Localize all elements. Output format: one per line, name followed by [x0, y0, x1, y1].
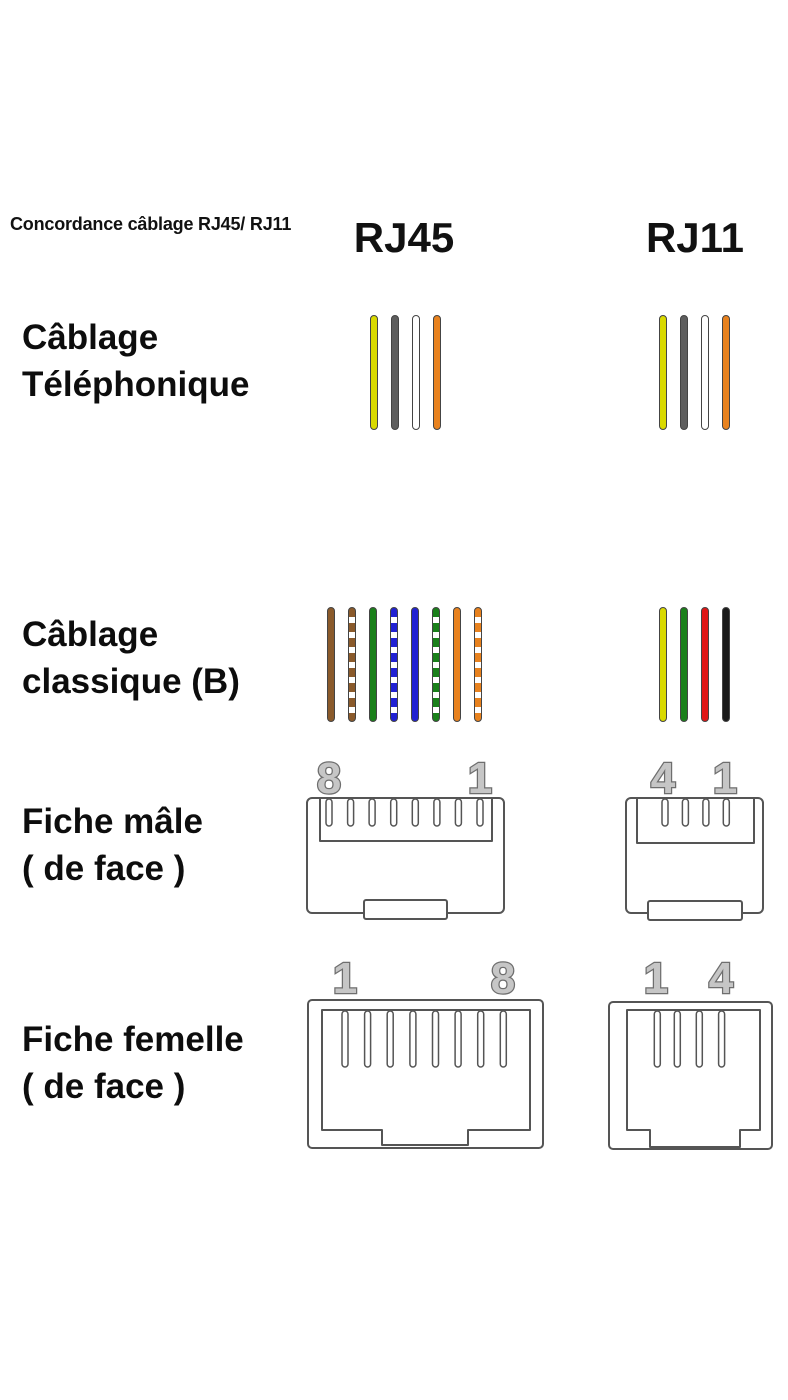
contact-window [319, 797, 493, 842]
label-line: ( de face ) [22, 1067, 186, 1106]
pin-number-right: 1 [713, 755, 737, 803]
column-header-rj11: RJ11 [645, 214, 745, 261]
wire-red [701, 607, 709, 722]
label-line: Câblage [22, 318, 159, 357]
wire-green [680, 607, 688, 722]
wire-white [701, 315, 709, 430]
wire-orange [722, 315, 730, 430]
row-label-telephone: Câblage Téléphonique [22, 314, 250, 408]
latch-tab [647, 900, 743, 921]
wire-black [722, 607, 730, 722]
wire-white [412, 315, 420, 430]
pin-number-left: 1 [644, 958, 668, 1003]
wire-yellow [659, 607, 667, 722]
rj11-male-connector: 4 1 [625, 755, 764, 921]
pin-slots [653, 1010, 726, 1068]
wire-white-orange [474, 607, 482, 722]
pin-number-left: 8 [317, 755, 341, 803]
jack-opening [626, 1009, 761, 1148]
label-line: classique (B) [22, 662, 240, 701]
rj11-telephone-wires [659, 315, 730, 430]
rj11-female-connector: 1 4 [608, 958, 773, 1150]
rj45-classic-wires [327, 607, 482, 722]
wire-gray [391, 315, 399, 430]
wire-orange [453, 607, 461, 722]
latch-tab [363, 899, 448, 920]
pin-slots [341, 1010, 508, 1068]
wire-brown [327, 607, 335, 722]
pin-slots [325, 798, 484, 827]
pin-number-left: 1 [333, 958, 357, 1003]
label-line: ( de face ) [22, 849, 186, 888]
pin-number-right: 1 [468, 755, 492, 803]
connector-body [306, 797, 505, 914]
rj45-male-connector: 8 1 [306, 755, 505, 920]
connector-body [625, 797, 764, 914]
wire-white-brown [348, 607, 356, 722]
jack-opening [321, 1009, 531, 1146]
pin-number-right: 4 [709, 958, 734, 1003]
wire-yellow [370, 315, 378, 430]
column-header-rj45: RJ45 [353, 214, 455, 261]
row-label-classic: Câblage classique (B) [22, 611, 240, 705]
wire-white-green [432, 607, 440, 722]
pin-number-left: 4 [651, 755, 676, 803]
wire-orange [433, 315, 441, 430]
rj45-female-connector: 1 8 [307, 958, 544, 1149]
pin-slots [661, 798, 731, 827]
wire-gray [680, 315, 688, 430]
wire-blue [411, 607, 419, 722]
wire-green [369, 607, 377, 722]
diagram-title: Concordance câblage RJ45/ RJ11 [10, 214, 292, 234]
rj11-classic-wires [659, 607, 730, 722]
row-label-male: Fiche mâle ( de face ) [22, 798, 203, 892]
pin-number-right: 8 [491, 958, 515, 1003]
label-line: Câblage [22, 615, 159, 654]
connector-body [608, 1001, 773, 1150]
contact-window [636, 797, 755, 844]
row-label-female: Fiche femelle ( de face ) [22, 1016, 244, 1110]
label-line: Téléphonique [22, 365, 250, 404]
label-line: Fiche femelle [22, 1020, 244, 1059]
label-line: Fiche mâle [22, 802, 203, 841]
rj45-telephone-wires [370, 315, 441, 430]
wire-yellow [659, 315, 667, 430]
wire-white-blue [390, 607, 398, 722]
